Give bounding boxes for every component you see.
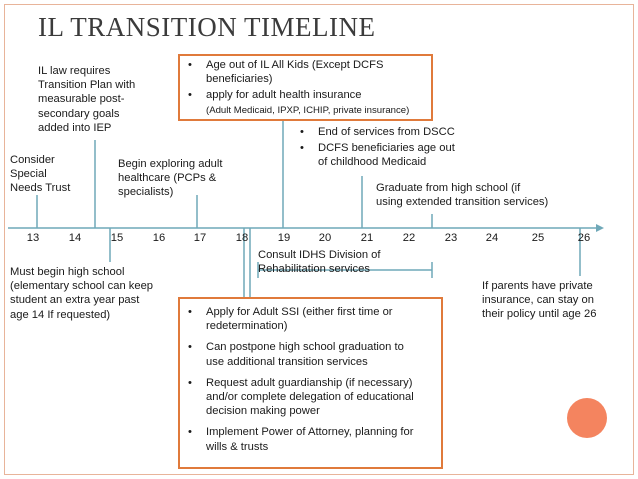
age-label: 25 xyxy=(531,232,545,244)
list-item: • Implement Power of Attorney, planning f… xyxy=(180,425,441,453)
insurance-subnote: (Adult Medicaid, IPXP, ICHIP, private in… xyxy=(206,104,410,116)
decorative-circle xyxy=(567,398,607,438)
age-out-list: • Age out of IL All Kids (Except DCFS ben… xyxy=(180,58,431,118)
list-item: • Apply for Adult SSI (either first time … xyxy=(180,305,441,333)
note-high-school: Must begin high school (elementary schoo… xyxy=(10,266,154,321)
note-private-insurance: If parents have private insurance, can s… xyxy=(482,280,597,321)
bullet-icon: • xyxy=(188,341,192,354)
age-label: 15 xyxy=(110,232,124,244)
note-special-needs-trust: Consider Special Needs Trust xyxy=(10,154,71,195)
bullet-icon: • xyxy=(188,59,192,71)
item-text: End of services from DSCC xyxy=(318,126,455,138)
age-out-box: • Age out of IL All Kids (Except DCFS ben… xyxy=(178,54,433,121)
list-item: • Age out of IL All Kids (Except DCFS ben… xyxy=(180,58,431,86)
bullet-icon: • xyxy=(188,376,192,389)
age-label: 14 xyxy=(68,232,82,244)
list-item: • DCFS beneficiaries age out of childhood… xyxy=(296,141,455,169)
list-item: • End of services from DSCC xyxy=(296,125,455,139)
timeline-arrowhead xyxy=(596,224,604,232)
bullet-icon: • xyxy=(188,306,192,318)
age-label: 22 xyxy=(402,232,416,244)
slide-border xyxy=(4,4,634,475)
dscc-list: • End of services from DSCC • DCFS benefic… xyxy=(296,125,455,172)
bullet-icon: • xyxy=(188,426,192,439)
note-graduate: Graduate from high school (if using exte… xyxy=(376,182,549,209)
note-idhs: Consult IDHS Division of Rehabilitation … xyxy=(258,249,381,276)
slide-title: IL TRANSITION TIMELINE xyxy=(38,12,376,42)
age-label: 21 xyxy=(360,232,374,244)
item-text: Implement Power of Attorney, planning fo… xyxy=(206,426,414,453)
bullet-icon: • xyxy=(300,142,304,155)
age-18-box: • Apply for Adult SSI (either first time … xyxy=(178,297,443,469)
note-il-law: IL law requires Transition Plan with mea… xyxy=(38,65,136,134)
age-label: 18 xyxy=(235,232,249,244)
age-label: 23 xyxy=(444,232,458,244)
age-label: 17 xyxy=(193,232,207,244)
age-18-list: • Apply for Adult SSI (either first time … xyxy=(180,305,441,454)
list-item: • apply for adult health insurance xyxy=(180,88,431,102)
note-exploring-healthcare: Begin exploring adult healthcare (PCPs &… xyxy=(118,158,223,199)
age-label: 13 xyxy=(26,232,40,244)
bullet-icon: • xyxy=(188,89,192,102)
age-label: 16 xyxy=(152,232,166,244)
list-item: • Can postpone high school graduation to … xyxy=(180,340,441,368)
age-label: 24 xyxy=(485,232,499,244)
item-text: Request adult guardianship (if necessary… xyxy=(206,376,414,418)
item-text: apply for adult health insurance xyxy=(206,89,362,102)
bullet-icon: • xyxy=(300,126,304,138)
item-text: Apply for Adult SSI (either first time o… xyxy=(206,306,393,333)
age-label: 20 xyxy=(318,232,332,244)
item-text: Can postpone high school graduation to u… xyxy=(206,341,404,368)
age-label: 19 xyxy=(277,232,291,244)
item-text: DCFS beneficiaries age out of childhood … xyxy=(318,142,455,169)
list-item: • Request adult guardianship (if necessar… xyxy=(180,376,441,419)
item-text: Age out of IL All Kids (Except DCFS bene… xyxy=(206,59,384,86)
age-label: 26 xyxy=(577,232,591,244)
